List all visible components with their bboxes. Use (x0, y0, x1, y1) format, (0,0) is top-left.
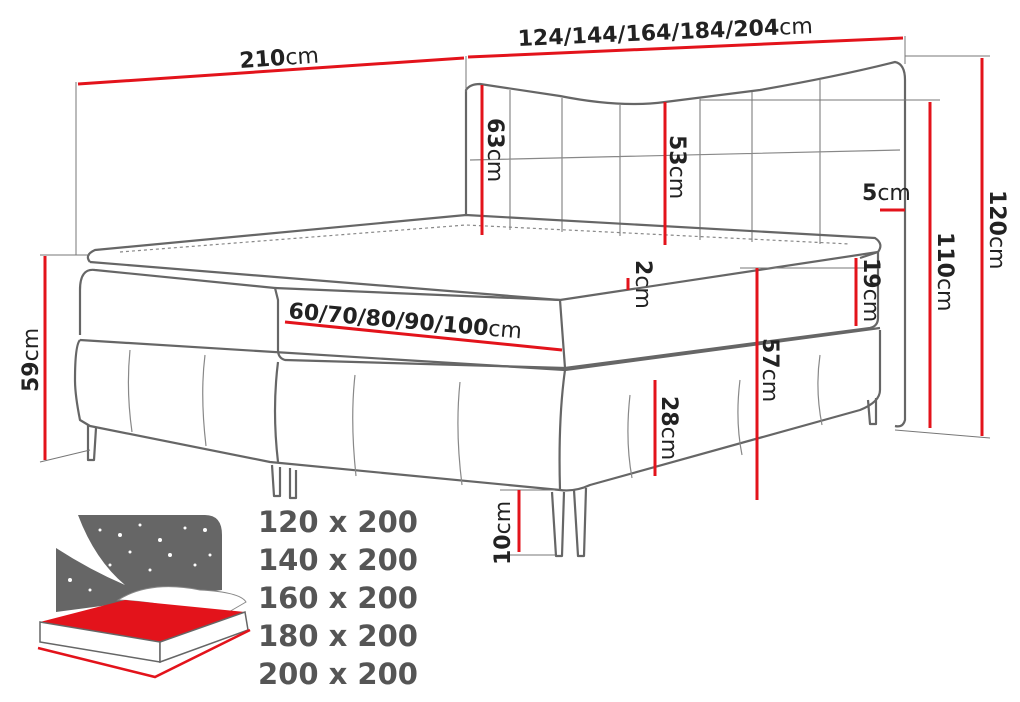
headboard (464, 60, 907, 428)
label-63: 63cm (482, 118, 507, 182)
label-53: 53cm (664, 135, 689, 199)
size-item: 120 x 200 (258, 505, 418, 539)
label-5: 5cm (862, 181, 911, 206)
size-item: 140 x 200 (258, 543, 418, 577)
label-mattress-width: 60/70/80/90/100cm (287, 299, 522, 344)
label-19: 19cm (858, 258, 883, 322)
legs (86, 398, 878, 558)
label-120: 120cm (984, 190, 1009, 269)
label-57: 57cm (757, 338, 782, 402)
stars-icon (68, 523, 212, 592)
label-110: 110cm (932, 232, 957, 311)
label-10: 10cm (491, 501, 516, 565)
size-item: 180 x 200 (258, 619, 418, 653)
size-arrow-icon (37, 628, 251, 679)
label-length: 210cm (239, 44, 320, 74)
dimension-lines (43, 36, 984, 552)
dim-line-length (77, 56, 465, 86)
headboard-tufting (469, 80, 901, 244)
mattress-top (86, 213, 882, 263)
label-width: 124/144/164/184/204cm (517, 14, 813, 52)
topper (78, 250, 880, 370)
extension-lines (39, 36, 991, 556)
box-base (73, 330, 882, 492)
bed-outline (73, 60, 907, 558)
size-item: 160 x 200 (258, 581, 418, 615)
dim-line-mattress (284, 320, 563, 352)
sizes-list: 120 x 200 140 x 200 160 x 200 180 x 200 … (258, 505, 418, 691)
label-2: 2cm (630, 260, 655, 309)
label-28: 28cm (656, 396, 681, 460)
dim-line-width (467, 36, 904, 59)
mattress-top-icon (40, 600, 245, 642)
size-item: 200 x 200 (258, 657, 418, 691)
bed-size-icon (37, 515, 251, 679)
label-59: 59cm (19, 328, 44, 392)
